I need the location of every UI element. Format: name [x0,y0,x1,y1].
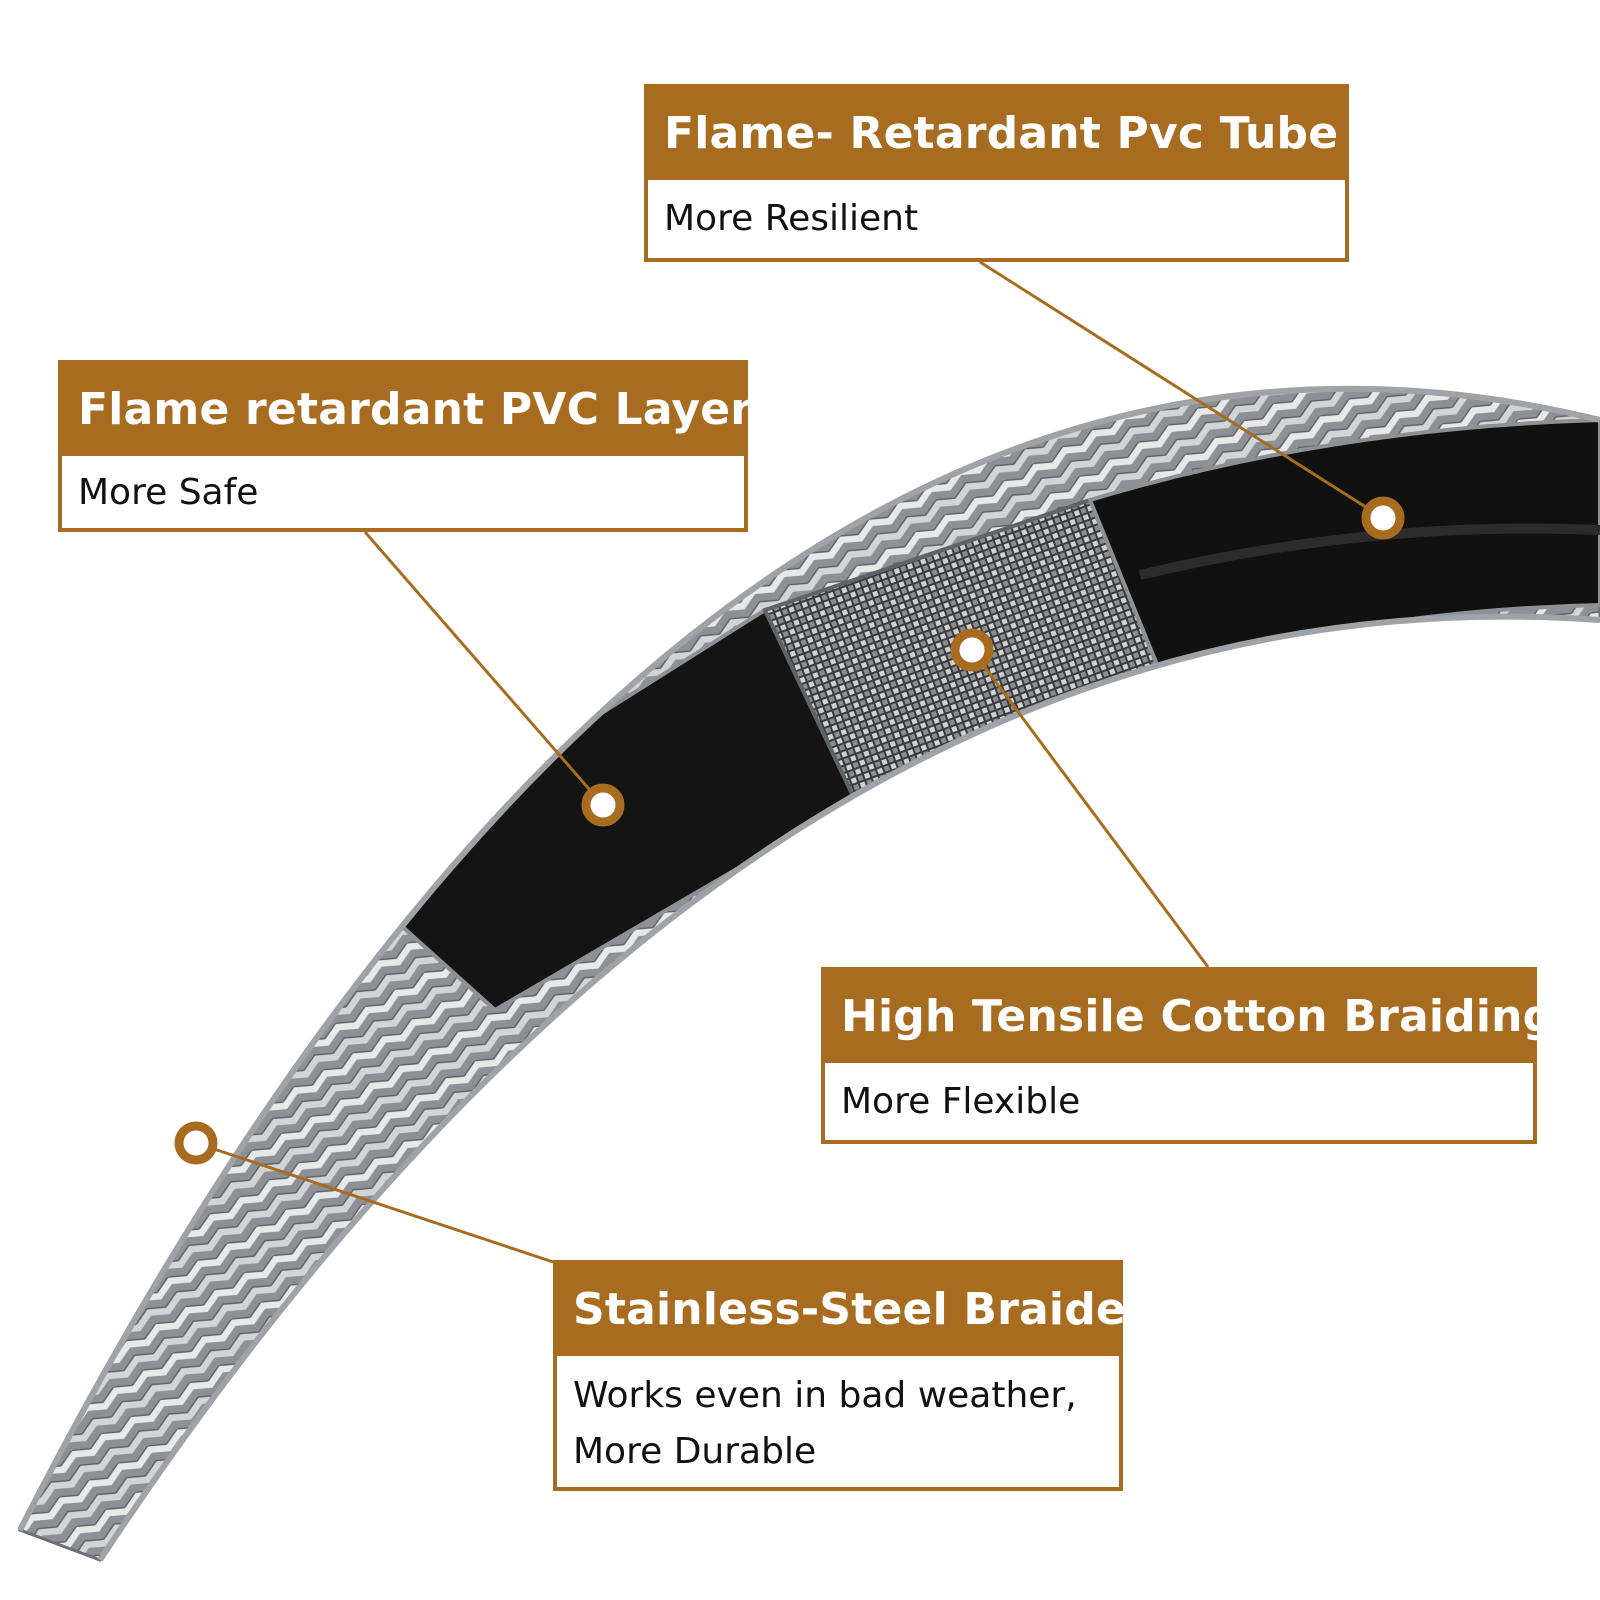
callout-subtitle: More Flexible [841,1081,1081,1122]
marker-dots [174,496,1405,1165]
callout-title: Flame retardant PVC Layer [62,364,752,456]
callout-subtitle: Works even in bad weather, More Durable [573,1375,1077,1472]
callout-title: High Tensile Cotton Braiding [825,971,1554,1063]
marker-steel-braid [174,1121,218,1165]
marker-pvc-tube [1361,496,1405,540]
marker-cotton-braid [950,628,994,672]
callout-subtitle: More Safe [78,472,259,513]
callout-pvc-tube: Flame- Retardant Pvc Tube More Resilient [644,84,1349,262]
callout-title: Stainless-Steel Braide [557,1264,1126,1356]
marker-pvc-layer [581,783,625,827]
callout-steel-braide: Stainless-Steel Braide Works even in bad… [553,1260,1126,1491]
callout-pvc-layer: Flame retardant PVC Layer More Safe [58,360,752,532]
callout-subtitle: More Resilient [664,198,919,239]
callout-cotton-braiding: High Tensile Cotton Braiding More Flexib… [821,967,1554,1144]
leader-lines [195,260,1384,1265]
callout-title: Flame- Retardant Pvc Tube [648,88,1345,180]
